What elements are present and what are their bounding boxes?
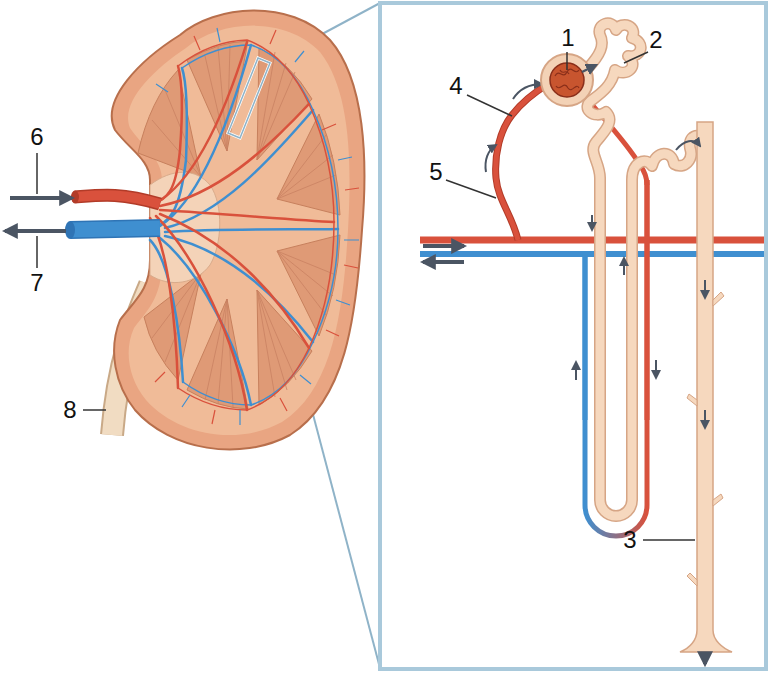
callout-number: 7 <box>28 270 45 296</box>
callout-number: 1 <box>559 25 576 51</box>
callout-number: 4 <box>447 73 464 99</box>
callout-number: 6 <box>28 124 45 150</box>
callout-number: 5 <box>427 159 444 185</box>
callout-number: 8 <box>61 397 78 423</box>
callout-number: 3 <box>621 527 638 553</box>
callout-number: 2 <box>647 27 664 53</box>
